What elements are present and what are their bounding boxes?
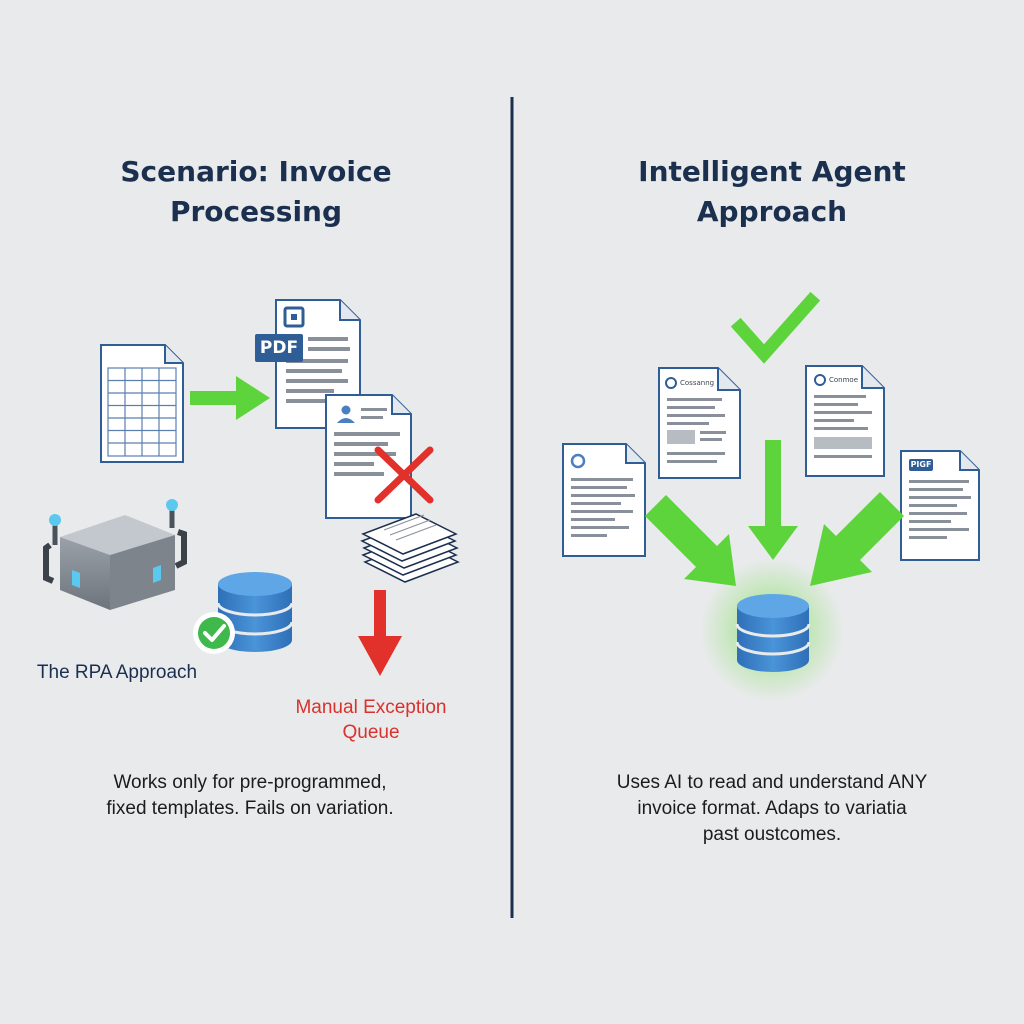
checkmark-icon xyxy=(730,291,821,364)
pigf-badge: PIGF xyxy=(909,459,933,471)
right-title-line1: Intelligent Agent xyxy=(638,155,906,188)
arrow-right-icon xyxy=(190,376,270,420)
right-title: Intelligent Agent Approach xyxy=(572,152,972,232)
invoice-document-icon xyxy=(900,450,980,561)
right-title-line2: Approach xyxy=(696,195,848,228)
right-description-line2: invoice format. Adaps to variatia xyxy=(637,798,907,819)
invoice-document-icon xyxy=(658,367,741,479)
right-description-line3: past oustcomes. xyxy=(702,824,842,845)
invoice-document-icon xyxy=(805,365,885,477)
right-description: Uses AI to read and understand ANY invoi… xyxy=(556,770,988,848)
arrow-down-icon xyxy=(358,590,402,676)
pdf-badge: PDF xyxy=(255,334,303,362)
doc-label-a: Cossanng xyxy=(680,379,715,387)
left-description: Works only for pre-programmed, fixed tem… xyxy=(40,770,460,822)
rpa-approach-label: The RPA Approach xyxy=(36,662,198,683)
arrow-down-icon xyxy=(748,440,798,560)
invoice-document-icon xyxy=(562,443,646,557)
left-title-line1: Scenario: Invoice xyxy=(120,155,392,188)
manual-exception-label: Manual Exception Queue xyxy=(276,695,466,745)
profile-document-icon xyxy=(325,394,412,519)
left-description-line1: Works only for pre-programmed, xyxy=(113,772,387,793)
database-icon xyxy=(216,572,294,652)
arrow-down-left-icon xyxy=(645,495,736,586)
left-description-line2: fixed templates. Fails on variation. xyxy=(106,798,394,819)
error-x-icon xyxy=(374,446,434,504)
checkmark-badge-icon xyxy=(193,612,235,654)
manual-exception-line1: Manual Exception xyxy=(295,697,447,718)
glowing-database-icon xyxy=(735,594,811,672)
manual-exception-line2: Queue xyxy=(342,722,400,743)
right-description-line1: Uses AI to read and understand ANY xyxy=(616,772,928,793)
doc-label-b: Conmoe xyxy=(829,376,859,384)
left-title-line2: Processing xyxy=(169,195,343,228)
rpa-robot-icon xyxy=(43,499,187,610)
left-title: Scenario: Invoice Processing xyxy=(60,152,452,232)
paper-stack-icon xyxy=(360,513,460,583)
arrow-down-right-icon xyxy=(810,492,904,586)
spreadsheet-icon xyxy=(100,344,184,463)
